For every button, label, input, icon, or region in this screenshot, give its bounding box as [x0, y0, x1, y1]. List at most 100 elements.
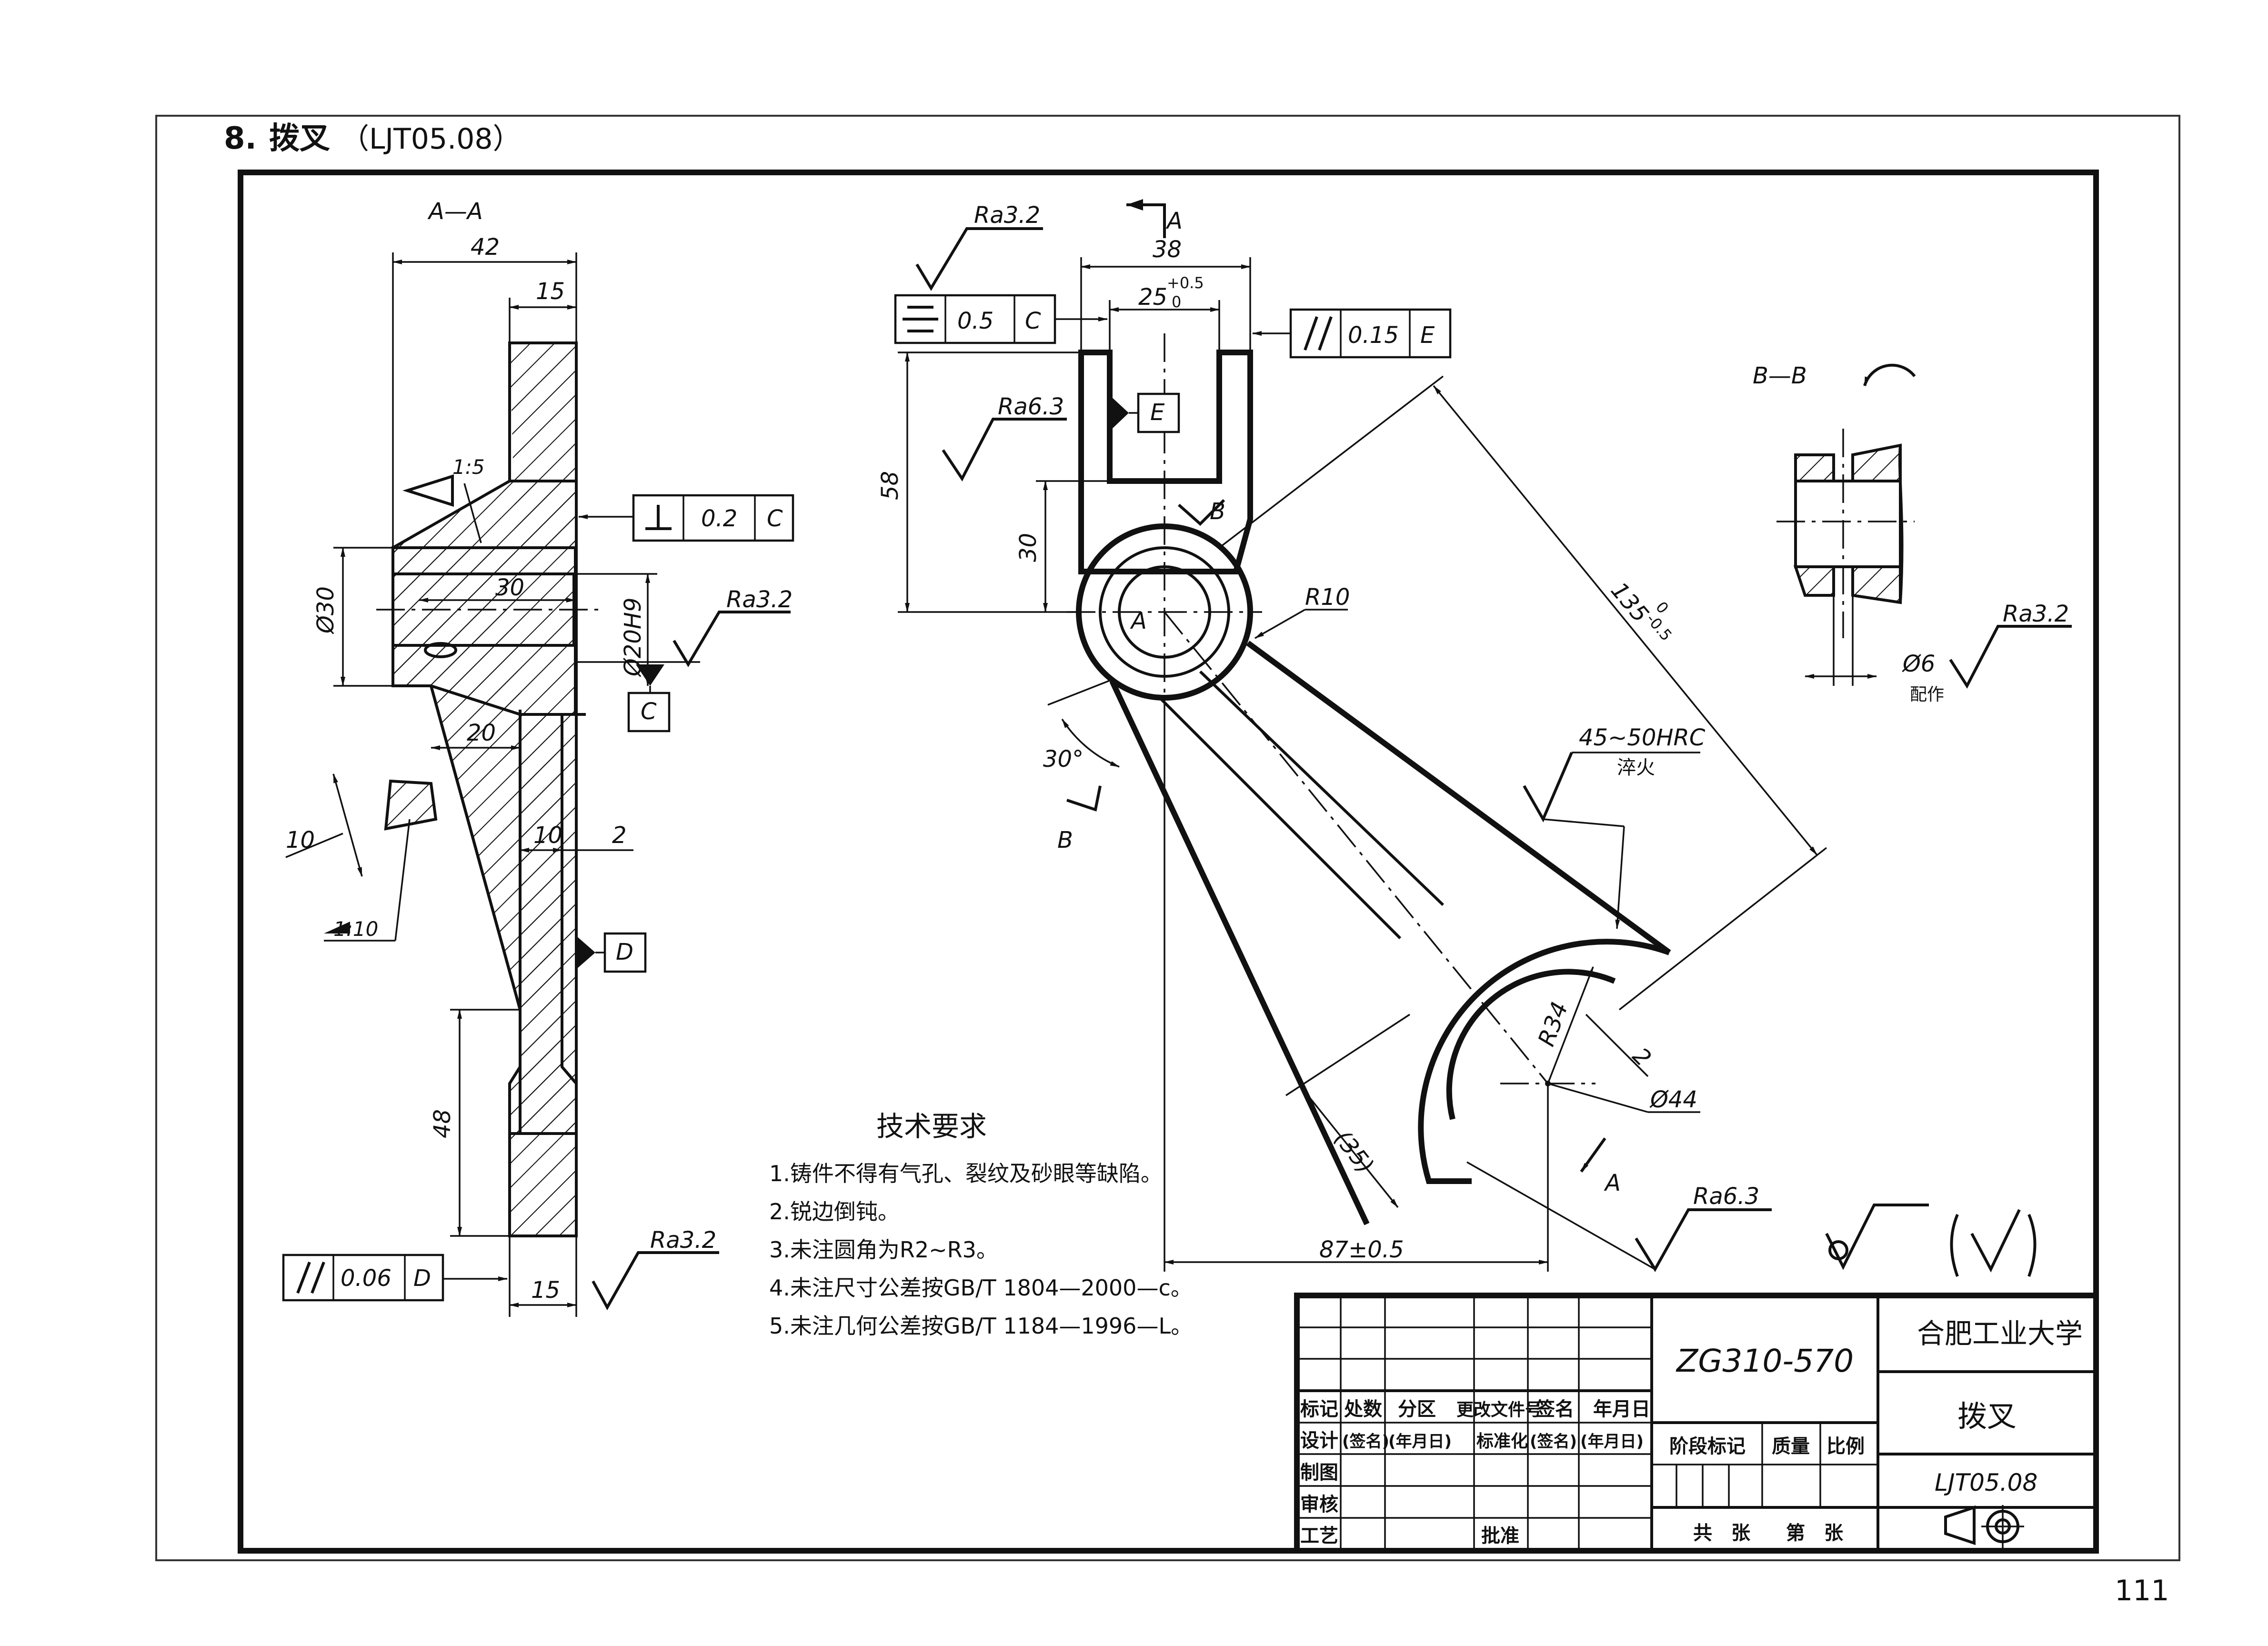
dim-phi30: Ø30	[312, 586, 339, 634]
drawing-border	[238, 170, 2099, 1554]
dim-r34: R34	[1533, 998, 1574, 1050]
dim-30deg-arc	[1061, 719, 1120, 768]
dim-38: 38	[1153, 236, 1182, 263]
view-arrow-a-top	[1126, 203, 1166, 238]
hardness-base	[1543, 818, 1625, 827]
general-roughness-check	[1825, 1204, 1929, 1270]
section-view-aa: A—A	[376, 198, 600, 1237]
parallel-icon	[296, 1261, 325, 1294]
dim-35-ext	[1285, 1014, 1410, 1096]
tb-row-check: 审核	[1300, 1494, 1338, 1516]
datum-d-box	[603, 932, 647, 973]
dim-30-vertical: 30	[1015, 533, 1042, 562]
section-view-bb: B—B	[1753, 362, 1916, 638]
tb-col-mark: 标记	[1300, 1398, 1338, 1420]
projection-cone-icon	[1944, 1505, 1976, 1546]
tb-col-change-doc: 更改文件号	[1456, 1400, 1542, 1420]
roughness-ra32-d: Ra3.2	[2003, 601, 2069, 627]
hardness-process: 淬火	[1617, 757, 1655, 779]
tb-mass: 质量	[1772, 1435, 1810, 1457]
section-bb-body-top	[1794, 453, 1835, 482]
dim-30deg-ext	[1047, 678, 1115, 706]
datum-c-triangle	[636, 664, 664, 686]
dim-10-key-leader	[285, 833, 343, 858]
section-bb-body-bot2	[1851, 565, 1902, 604]
fork-bottom-inner	[1446, 969, 1616, 1120]
dim-135-line	[1433, 385, 1818, 856]
tb-row-date: (年月日)	[1388, 1432, 1452, 1451]
tb-row-draw: 制图	[1300, 1462, 1338, 1484]
perpendicular-icon	[645, 505, 672, 530]
tb-sheet-no: 第 张	[1786, 1522, 1843, 1544]
bottom-flange	[508, 1132, 578, 1237]
roughness-e-leader	[1466, 1161, 1656, 1270]
fcf-perp-frame	[632, 494, 794, 542]
tb-row-approve: 批准	[1481, 1525, 1519, 1547]
view-arrow-a-head	[1126, 199, 1143, 211]
section-b-top-marker	[1178, 499, 1225, 526]
fcf-perp-value: 0.2	[701, 505, 737, 532]
taper-1-5-symbol	[402, 474, 454, 507]
dim-25-tol-upper: +0.5	[1167, 274, 1204, 292]
dim-phi20h9: Ø20H9	[620, 598, 646, 678]
roughness-symbol-f	[1949, 625, 2072, 689]
fcf-par-right-value: 0.15	[1348, 322, 1399, 349]
dim-2-fork-line	[1585, 1014, 1649, 1077]
dim-135-ext-t	[1218, 375, 1444, 549]
view-marker-a-top: A	[1165, 208, 1183, 234]
fcf-par-left-value: 0.06	[341, 1265, 391, 1292]
tb-row-sign2: (签名)	[1530, 1432, 1577, 1451]
dim-42: 42	[471, 234, 500, 261]
roughness-symbol-c	[915, 227, 1043, 291]
hardness-leader	[1615, 826, 1625, 929]
requirement-3: 3.未注圆角为R2~R3。	[769, 1237, 998, 1263]
fcf-par-left-datum: D	[413, 1265, 431, 1292]
arm-centerline	[1164, 611, 1549, 1084]
datum-e-triangle	[1110, 395, 1129, 431]
tb-drawing-code: LJT05.08	[1935, 1469, 2037, 1496]
hardness-value: 45~50HRC	[1579, 724, 1706, 751]
heading-code: （LJT05.08）	[341, 122, 522, 156]
main-view: A A B B A	[1057, 199, 1671, 1225]
keyway-detail	[384, 779, 438, 831]
tb-col-count: 处数	[1344, 1398, 1382, 1420]
fcf-perpendicular: 0.2 C	[578, 494, 794, 542]
tb-row-standard: 标准化	[1476, 1432, 1528, 1451]
tb-stage-mark: 阶段标记	[1669, 1435, 1746, 1457]
roughness-symbol-b	[592, 1251, 719, 1311]
taper-1-10-leader2	[394, 819, 411, 941]
general-roughness-paren-l	[1950, 1214, 1959, 1277]
page-number: 111	[2115, 1574, 2169, 1607]
fcf-perp-datum: C	[767, 505, 783, 532]
dim-10-key-line	[332, 773, 363, 877]
dim-phi44: Ø44	[1649, 1086, 1697, 1113]
roughness-ra63-b: Ra6.3	[1693, 1183, 1759, 1210]
dim-phi44-leader	[1547, 1083, 1648, 1113]
dim-10-width: 10	[533, 822, 562, 849]
roughness-ra32-c: Ra3.2	[974, 202, 1040, 229]
datum-d-letter: D	[616, 939, 633, 965]
rib-slant	[430, 685, 522, 1010]
dim-58: 58	[877, 471, 903, 500]
fork-bottom-outer	[1418, 939, 1671, 1184]
datum-c-box	[627, 692, 671, 733]
dim-r10-leader	[1254, 609, 1305, 639]
datum-c-letter: C	[641, 698, 657, 725]
tb-part-name: 拨叉	[1957, 1399, 2017, 1434]
roughness-symbol-a	[672, 611, 791, 667]
roughness-symbol-e	[1635, 1208, 1772, 1272]
section-bb-break	[1898, 445, 1904, 603]
dim-angle-30: 30°	[1043, 746, 1084, 773]
tb-row-process: 工艺	[1300, 1525, 1338, 1547]
tb-sheets-total: 共 张	[1693, 1522, 1750, 1544]
general-roughness-paren-r	[2027, 1214, 2037, 1277]
tb-material: ZG310-570	[1676, 1343, 1854, 1379]
tb-scale: 比例	[1826, 1435, 1865, 1457]
taper-1-5: 1:5	[452, 455, 485, 479]
requirement-5: 5.未注几何公差按GB/T 1184—1996—L。	[769, 1313, 1193, 1339]
fcf-parallel-right: 0.15 E	[1252, 308, 1452, 359]
fcf-sym-value: 0.5	[957, 308, 994, 334]
requirement-4: 4.未注尺寸公差按GB/T 1804—2000—c。	[769, 1275, 1193, 1301]
general-roughness-mini-check	[1970, 1209, 2021, 1273]
